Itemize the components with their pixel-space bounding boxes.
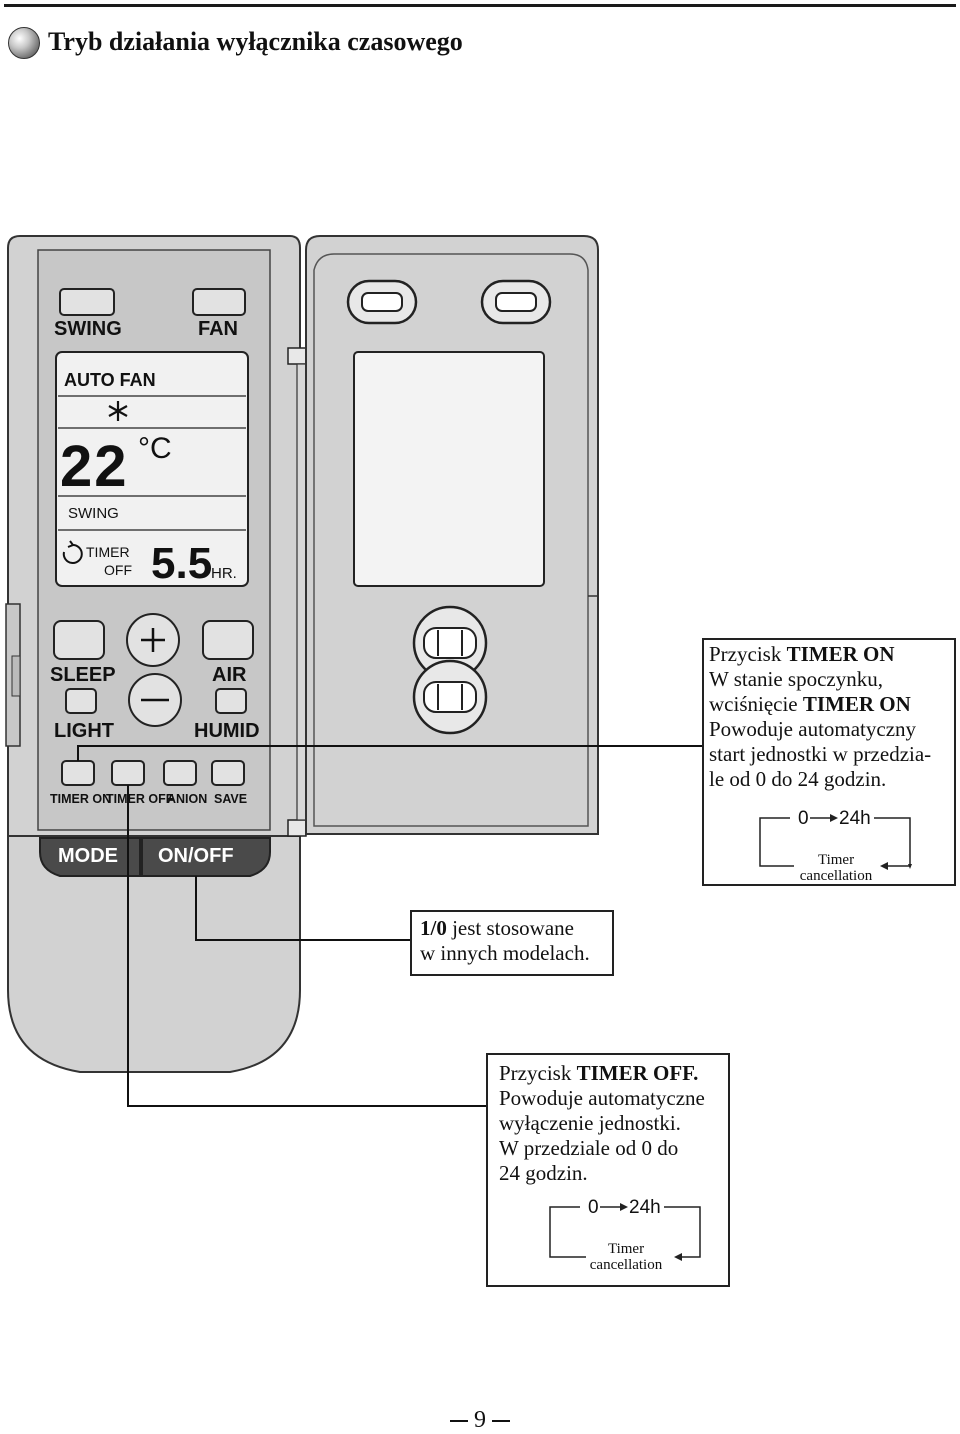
lcd-auto-fan: AUTO FAN xyxy=(64,370,156,390)
lcd-swing: SWING xyxy=(68,505,119,522)
timer-off-label: TIMER OFF xyxy=(106,792,174,806)
timer-on-title: Przycisk TIMER ON xyxy=(709,642,895,666)
air-label: AIR xyxy=(212,664,247,686)
hinge-bar xyxy=(296,363,307,821)
lcd-timer-state: OFF xyxy=(104,562,132,578)
timer-off-loop-end: 24h xyxy=(629,1197,661,1218)
save-label: SAVE xyxy=(214,792,247,806)
one-zero-callout: 1/0 jest stosowane w innych modelach. xyxy=(410,910,614,976)
lcd-timer: TIMER xyxy=(86,544,130,560)
timer-on-line6: le od 0 do 24 godzin. xyxy=(709,767,887,791)
timer-off-line4: W przedziale od 0 do xyxy=(499,1136,679,1160)
light-label: LIGHT xyxy=(54,720,114,742)
timer-off-line5: 24 godzin. xyxy=(499,1161,588,1185)
lcd-temp-unit: °C xyxy=(138,432,172,465)
timer-on-line4: Powoduje automatyczny xyxy=(709,717,917,741)
on-off-button[interactable] xyxy=(141,837,271,877)
timer-on-loop-end: 24h xyxy=(839,808,871,829)
timer-off-line2: Powoduje automatyczne xyxy=(499,1086,705,1110)
fan-button[interactable] xyxy=(192,288,246,316)
lid-clip-right xyxy=(480,279,552,325)
hinge-lower xyxy=(287,819,307,837)
timer-on-line2: W stanie spoczynku, xyxy=(709,667,883,691)
swing-label: SWING xyxy=(54,318,122,340)
leader-timer-on xyxy=(77,745,704,761)
sleep-label: SLEEP xyxy=(50,664,116,686)
timer-off-button[interactable] xyxy=(111,760,145,786)
plus-icon xyxy=(141,628,165,652)
bullet-icon xyxy=(8,27,40,59)
mode-button[interactable] xyxy=(39,837,141,877)
lcd-screen xyxy=(55,351,249,587)
timer-off-line3: wyłączenie jednostki. xyxy=(499,1111,681,1135)
lid-dial-lower xyxy=(412,659,488,735)
sleep-button[interactable] xyxy=(53,620,105,660)
lcd-timer-value: 5.5 xyxy=(151,539,212,588)
air-button[interactable] xyxy=(202,620,254,660)
one-zero-line1: 1/0 jest stosowane xyxy=(420,916,574,940)
swing-button[interactable] xyxy=(59,288,115,316)
timer-off-loop-start: 0 xyxy=(588,1197,599,1218)
save-button[interactable] xyxy=(211,760,245,786)
one-zero-line2: w innych modelach. xyxy=(420,941,590,965)
lid-window xyxy=(353,351,545,587)
lid-clip-left xyxy=(346,279,418,325)
timer-on-loop-diagram xyxy=(759,814,912,870)
mode-label: MODE xyxy=(58,845,118,867)
fan-label: FAN xyxy=(198,318,238,340)
timer-on-line3: wciśnięcie TIMER ON xyxy=(709,692,911,716)
timer-on-callout: Przycisk TIMER ON W stanie spoczynku, wc… xyxy=(702,638,956,886)
light-button[interactable] xyxy=(65,688,97,714)
timer-on-line5: start jednostki w przedzia- xyxy=(709,742,932,766)
snowflake-icon xyxy=(108,401,128,421)
leader-timer-off xyxy=(127,785,488,1107)
hinge-upper xyxy=(287,347,307,365)
anion-label: ANION xyxy=(167,792,207,806)
lcd-temperature: 22 xyxy=(60,434,129,499)
humid-button[interactable] xyxy=(215,688,247,714)
humid-label: HUMID xyxy=(194,720,260,742)
timer-off-title: Przycisk TIMER OFF. xyxy=(499,1061,699,1085)
on-off-label: ON/OFF xyxy=(158,845,234,867)
timer-clock-icon xyxy=(62,540,83,564)
page-number: 9 xyxy=(0,1406,960,1434)
page-title: Tryb działania wyłącznika czasowego xyxy=(48,27,463,56)
timer-off-loop-label: Timer cancellation xyxy=(589,1241,663,1273)
anion-button[interactable] xyxy=(163,760,197,786)
timer-on-loop-start: 0 xyxy=(798,808,809,829)
timer-off-callout: Przycisk TIMER OFF. Powoduje automatyczn… xyxy=(486,1053,730,1287)
lcd-timer-unit: HR. xyxy=(211,565,237,582)
timer-off-loop-diagram xyxy=(549,1203,701,1261)
timer-on-label: TIMER ON xyxy=(50,792,111,806)
top-rule xyxy=(4,4,956,7)
side-tab-inner xyxy=(11,655,21,697)
timer-on-button[interactable] xyxy=(61,760,95,786)
leader-one-zero xyxy=(195,876,412,941)
timer-on-loop-label: Timer cancellation xyxy=(799,852,873,884)
lid-inner xyxy=(313,253,589,827)
